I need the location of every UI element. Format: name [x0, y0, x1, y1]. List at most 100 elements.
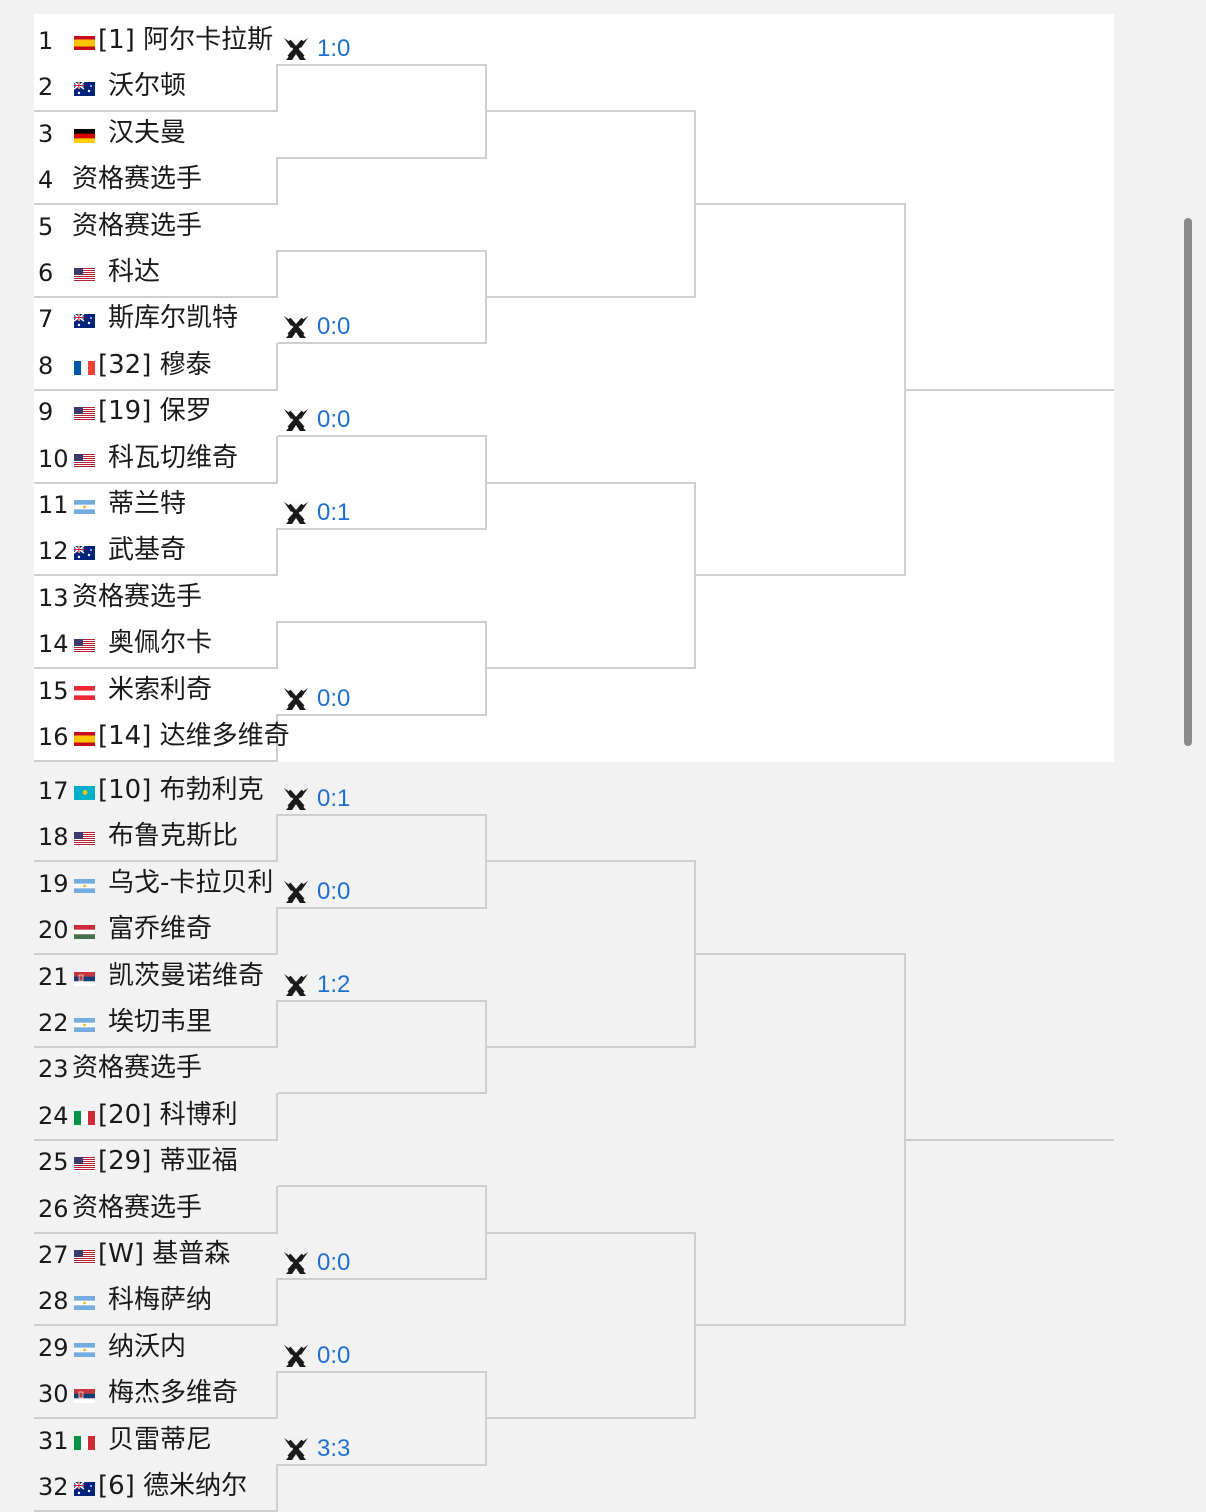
player-name[interactable]: 资格赛选手 [72, 1053, 203, 1084]
player-name[interactable]: 米索利奇 [108, 674, 213, 705]
player-name[interactable]: 梅杰多维奇 [108, 1378, 239, 1409]
player-row[interactable]: 8[32] 穆泰 [34, 342, 278, 391]
scrollbar[interactable] [1184, 218, 1192, 746]
score-value[interactable]: 0:0 [317, 1249, 351, 1276]
score-value[interactable]: 3:3 [317, 1434, 351, 1462]
player-name[interactable]: [1] 阿尔卡拉斯 [98, 25, 274, 55]
bracket-line [485, 1370, 487, 1466]
player-row[interactable]: 24[20] 科博利 [34, 1092, 278, 1141]
bracket-line [487, 860, 695, 863]
player-name[interactable]: 沃尔顿 [108, 71, 187, 102]
player-name[interactable]: 斯库尔凯特 [108, 303, 239, 334]
usa-flag-icon [74, 1156, 95, 1172]
score-value[interactable]: 0:0 [317, 877, 351, 905]
player-name[interactable]: 富乔维奇 [108, 914, 213, 945]
player-row[interactable]: 1[1] 阿尔卡拉斯 [34, 18, 276, 64]
score-value[interactable]: 1:0 [317, 35, 351, 62]
player-row[interactable]: 32[6] 德米纳尔 [34, 1464, 278, 1512]
seed-number: 31 [38, 1426, 69, 1455]
usa-flag-icon [74, 831, 95, 847]
score-value[interactable]: 0:0 [317, 684, 351, 712]
usa-flag-icon [74, 406, 95, 422]
bracket-line [696, 574, 904, 577]
score-value[interactable]: 0:0 [317, 313, 351, 341]
player-row[interactable]: 25[29] 蒂亚福 [34, 1139, 276, 1185]
player-name[interactable]: [19] 保罗 [98, 396, 212, 427]
score-value[interactable]: 0:1 [317, 785, 351, 812]
player-name[interactable]: [W] 基普森 [98, 1239, 231, 1269]
score-value[interactable]: 1:2 [317, 970, 351, 998]
player-name[interactable]: [10] 布勃利克 [98, 775, 264, 805]
player-name[interactable]: 资格赛选手 [72, 164, 203, 195]
player-name[interactable]: 凯茨曼诺维奇 [108, 960, 265, 991]
player-name[interactable]: [32] 穆泰 [98, 349, 212, 380]
bracket-line [906, 388, 1114, 391]
bracket-line [694, 481, 696, 670]
seed-number: 26 [38, 1194, 69, 1223]
player-name[interactable]: [6] 德米纳尔 [98, 1471, 248, 1501]
player-row[interactable]: 31 贝雷蒂尼 [34, 1418, 276, 1464]
player-name[interactable]: 贝雷蒂尼 [108, 1424, 213, 1455]
bracket-line [487, 1417, 695, 1420]
player-name[interactable]: 汉夫曼 [108, 117, 187, 148]
score-value[interactable]: 0:0 [317, 406, 351, 434]
bracket-line [485, 999, 487, 1095]
player-name[interactable]: 科梅萨纳 [108, 1285, 213, 1316]
player-name[interactable]: 资格赛选手 [72, 581, 203, 612]
player-name[interactable]: 资格赛选手 [72, 210, 203, 241]
bracket-line [485, 64, 487, 159]
player-name[interactable]: 武基奇 [108, 535, 187, 566]
player-name[interactable]: 纳沃内 [108, 1331, 187, 1362]
player-name[interactable]: 奥佩尔卡 [108, 628, 213, 659]
player-name[interactable]: 布鲁克斯比 [108, 821, 239, 852]
versus-icon [282, 879, 310, 905]
player-row[interactable]: 9[19] 保罗 [34, 389, 276, 435]
player-name[interactable]: 科瓦切维奇 [108, 442, 239, 473]
bracket-line [278, 528, 486, 530]
player-row[interactable]: 17[10] 布勃利克 [34, 768, 276, 814]
bracket-line [487, 296, 695, 298]
player-name[interactable]: 埃切韦里 [108, 1007, 213, 1037]
player-name[interactable]: [29] 蒂亚福 [98, 1146, 238, 1177]
player-name[interactable]: 资格赛选手 [72, 1192, 203, 1223]
bracket-line [487, 1231, 695, 1234]
score-value[interactable]: 0:1 [317, 499, 351, 526]
player-row[interactable]: 27[W] 基普森 [34, 1232, 276, 1278]
player-name[interactable]: [20] 科博利 [98, 1099, 238, 1130]
bracket-line [694, 860, 696, 1048]
versus-icon [282, 500, 310, 526]
serbia-flag-icon [74, 971, 95, 986]
player-name[interactable]: 科达 [108, 257, 161, 287]
player-name[interactable]: 蒂兰特 [108, 489, 187, 519]
score-value[interactable]: 0:0 [317, 1341, 351, 1369]
bracket-line [904, 203, 906, 577]
player-row[interactable]: 16[14] 达维多维奇 [34, 714, 290, 762]
player-name[interactable]: 乌戈-卡拉贝利 [108, 867, 274, 898]
bracket-line [487, 1046, 695, 1048]
hungary-flag-icon [74, 924, 95, 940]
player-name[interactable]: [14] 达维多维奇 [98, 721, 290, 751]
bracket-line [696, 1324, 904, 1327]
